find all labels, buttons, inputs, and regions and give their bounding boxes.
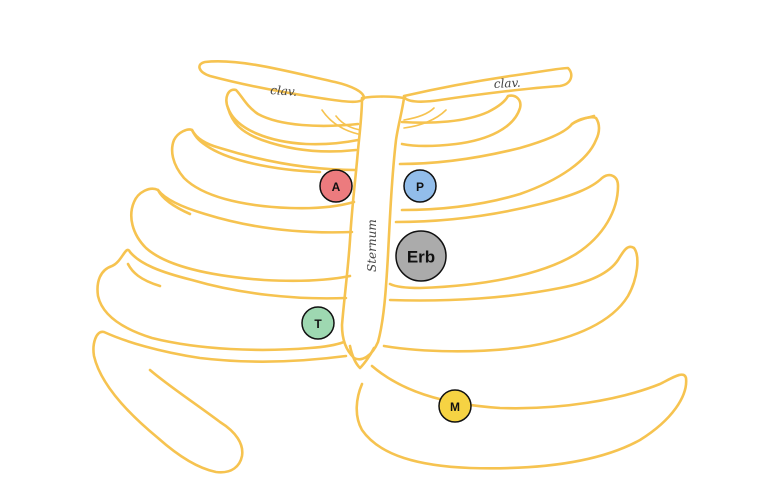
left-ribs [93,90,358,473]
mitral-label: M [450,400,460,414]
pulmonic-label: P [416,180,424,194]
erb-label: Erb [407,248,435,267]
xiphoid [350,346,374,368]
right-ribs [357,96,686,469]
tricuspid-label: T [314,317,322,331]
sternum-label: Sternum [365,219,379,272]
right-rib-5 [357,366,686,468]
right-clavicle [404,68,571,102]
upper-rib-arcs [322,108,446,134]
clavicle-label-right: clav. [493,76,521,91]
pulmonic-marker: P [404,170,436,202]
left-rib-5 [93,332,346,473]
clavicle-label-left: clav. [270,83,298,99]
tricuspid-marker: T [302,307,334,339]
mitral-marker: M [439,390,471,422]
aortic-marker: A [320,170,352,202]
right-rib-2tip [572,116,594,124]
aortic-label: A [332,180,341,194]
erb-marker: Erb [396,231,446,281]
right-rib-1 [402,96,520,146]
